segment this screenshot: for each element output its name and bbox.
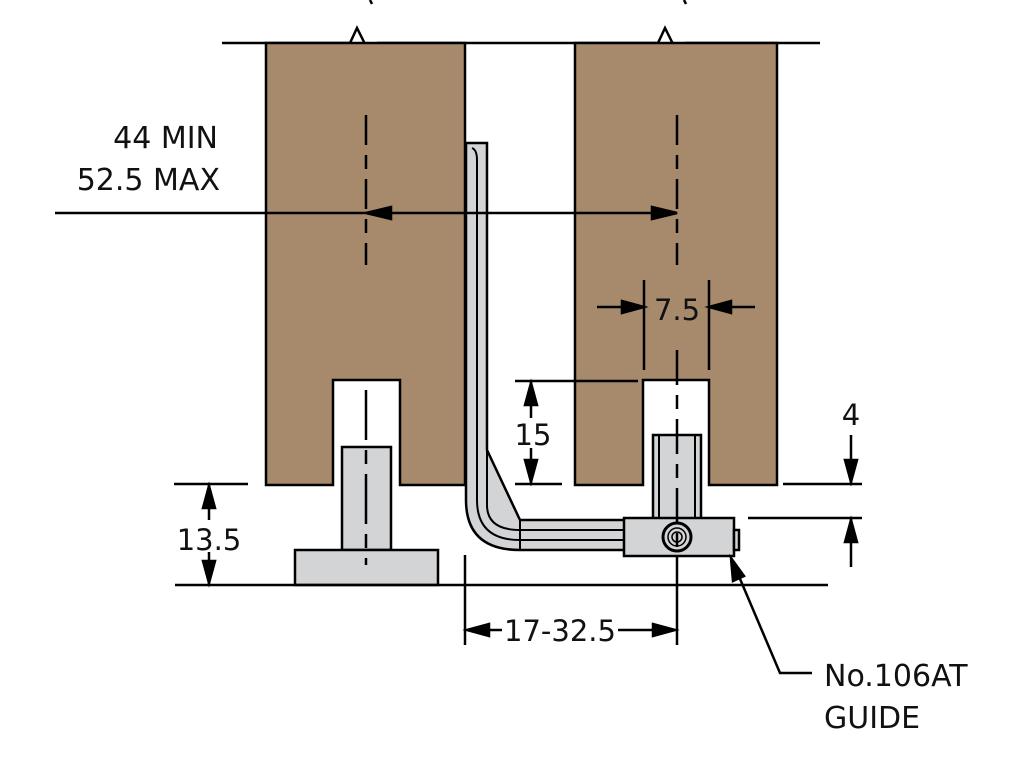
groove-width-dimension bbox=[597, 280, 755, 370]
floor-guide-t-block bbox=[293, 445, 440, 587]
dim-groove-width: 7.5 bbox=[654, 293, 700, 327]
callout-part-name: GUIDE bbox=[824, 701, 920, 736]
guide-clamp-inner-lines bbox=[658, 435, 696, 518]
dim-door-centers-min: 44 MIN bbox=[113, 121, 218, 156]
callout-part-number: No.106AT bbox=[824, 659, 968, 694]
guide-offset-dimension bbox=[462, 555, 680, 645]
dim-guide-offset: 17-32.5 bbox=[504, 614, 616, 648]
guide-callout-leader bbox=[729, 553, 812, 675]
door-centers-dimension bbox=[55, 205, 678, 221]
dim-floor-guide-height: 13.5 bbox=[177, 523, 242, 557]
floor-guide-height-dimension bbox=[174, 481, 248, 588]
l-bracket-guide bbox=[464, 141, 627, 552]
dim-clearance: 4 bbox=[842, 398, 860, 432]
dim-groove-depth: 15 bbox=[515, 418, 552, 452]
clearance-dimension bbox=[748, 435, 862, 567]
centerlines bbox=[364, 115, 679, 645]
dim-floor-guide-height-bg bbox=[177, 520, 241, 552]
dim-groove-depth-bg bbox=[517, 418, 547, 448]
dim-door-centers-max: 52.5 MAX bbox=[77, 163, 220, 198]
